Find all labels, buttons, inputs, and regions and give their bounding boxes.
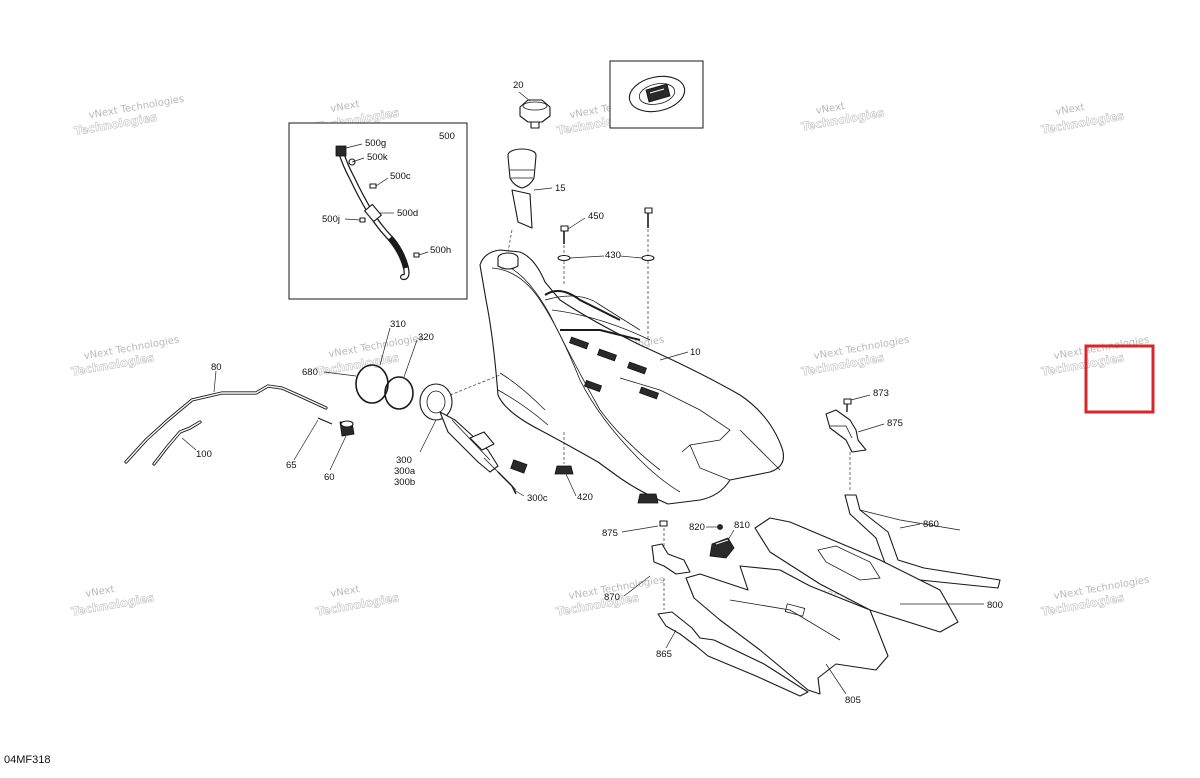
callout-65: 65 bbox=[286, 460, 297, 471]
strap-860: 860 bbox=[844, 494, 1001, 589]
callout-420: 420 bbox=[577, 492, 593, 503]
fitting-60: 60 bbox=[324, 420, 355, 483]
clip-810-screw-820: 820 810 bbox=[689, 520, 750, 559]
fuel-tank-10: 10 bbox=[479, 249, 785, 505]
callout-300c: 300c bbox=[527, 493, 548, 504]
callout-865: 865 bbox=[656, 649, 672, 660]
callout-875: 875 bbox=[602, 528, 618, 539]
callout-870: 870 bbox=[604, 592, 620, 603]
callout-60: 60 bbox=[324, 472, 335, 483]
callout-300a: 300a bbox=[394, 466, 416, 477]
fuel-pump-300: 300 300a 300b 300c bbox=[394, 374, 548, 504]
svg-text:vNext: vNext bbox=[815, 101, 846, 117]
callout-680: 680 bbox=[302, 367, 318, 378]
callout-15: 15 bbox=[555, 183, 566, 194]
callout-860: 860 bbox=[923, 519, 939, 530]
watermark: vNext Technologies bbox=[315, 584, 401, 619]
callout-320: 320 bbox=[418, 332, 434, 343]
watermark: vNext Technologies Technologies bbox=[315, 333, 425, 379]
callout-500d: 500d bbox=[397, 208, 418, 219]
watermark: vNext Technologies Technologies bbox=[1040, 335, 1150, 379]
inset-fuel-cap-detail bbox=[609, 60, 704, 129]
callout-500k: 500k bbox=[367, 152, 388, 163]
document-code: 04MF318 bbox=[4, 754, 51, 766]
watermark: vNext Technologies bbox=[70, 584, 156, 619]
callout-20: 20 bbox=[513, 80, 524, 91]
watermark: vNext Technologies bbox=[1040, 102, 1126, 137]
grommets-420: 420 bbox=[554, 432, 659, 504]
callout-805: 805 bbox=[845, 695, 861, 706]
callout-100: 100 bbox=[196, 449, 212, 460]
bracket-873-875: 873 875 bbox=[825, 388, 903, 490]
floor-plate-865: 865 bbox=[656, 611, 809, 697]
callout-500c: 500c bbox=[390, 171, 411, 182]
fuel-cap-20: 20 bbox=[513, 80, 551, 129]
inset-500-hose-assembly: 500 500g 500k 500c 500j 500d 500h bbox=[288, 122, 468, 300]
highlight-box[interactable] bbox=[1084, 344, 1155, 414]
clamp-65: 65 bbox=[286, 417, 333, 471]
watermark: vNext Technologies Technologies bbox=[70, 335, 180, 379]
callout-300: 300 bbox=[396, 455, 412, 466]
callout-500h: 500h bbox=[430, 245, 451, 256]
callout-430: 430 bbox=[605, 250, 621, 261]
bracket-875-870: 875 870 bbox=[602, 520, 691, 610]
callout-500j: 500j bbox=[322, 214, 340, 225]
floor-plate-805: 805 bbox=[685, 565, 889, 706]
callout-450: 450 bbox=[588, 211, 604, 222]
callout-820: 820 bbox=[689, 522, 705, 533]
watermark: vNext Technologies bbox=[800, 101, 886, 134]
callout-300b: 300b bbox=[394, 477, 415, 488]
svg-text:vNext: vNext bbox=[85, 584, 116, 600]
svg-text:vNext: vNext bbox=[330, 99, 361, 115]
callout-10: 10 bbox=[690, 347, 701, 358]
watermark: vNext Technologies Technologies bbox=[800, 335, 910, 379]
callout-500g: 500g bbox=[365, 138, 386, 149]
svg-text:vNext: vNext bbox=[330, 584, 361, 600]
callout-80: 80 bbox=[211, 362, 222, 373]
callout-875: 875 bbox=[887, 418, 903, 429]
heat-shield-800: 800 bbox=[754, 517, 1003, 633]
seals-310-320: 310 320 680 bbox=[302, 319, 434, 410]
filler-neck-15: 15 bbox=[507, 148, 566, 253]
watermark: vNext Technologies Technologies bbox=[1040, 575, 1150, 619]
callout-500: 500 bbox=[439, 131, 455, 142]
callout-810: 810 bbox=[734, 520, 750, 531]
callout-800: 800 bbox=[987, 600, 1003, 611]
bolts-450-washers-430: 450 430 bbox=[557, 207, 655, 340]
svg-text:vNext: vNext bbox=[1055, 102, 1086, 118]
watermark: vNext Technologies Technologies bbox=[73, 94, 185, 139]
callout-873: 873 bbox=[873, 388, 889, 399]
callout-310: 310 bbox=[390, 319, 406, 330]
hoses-80-100: 80 100 bbox=[124, 362, 328, 466]
